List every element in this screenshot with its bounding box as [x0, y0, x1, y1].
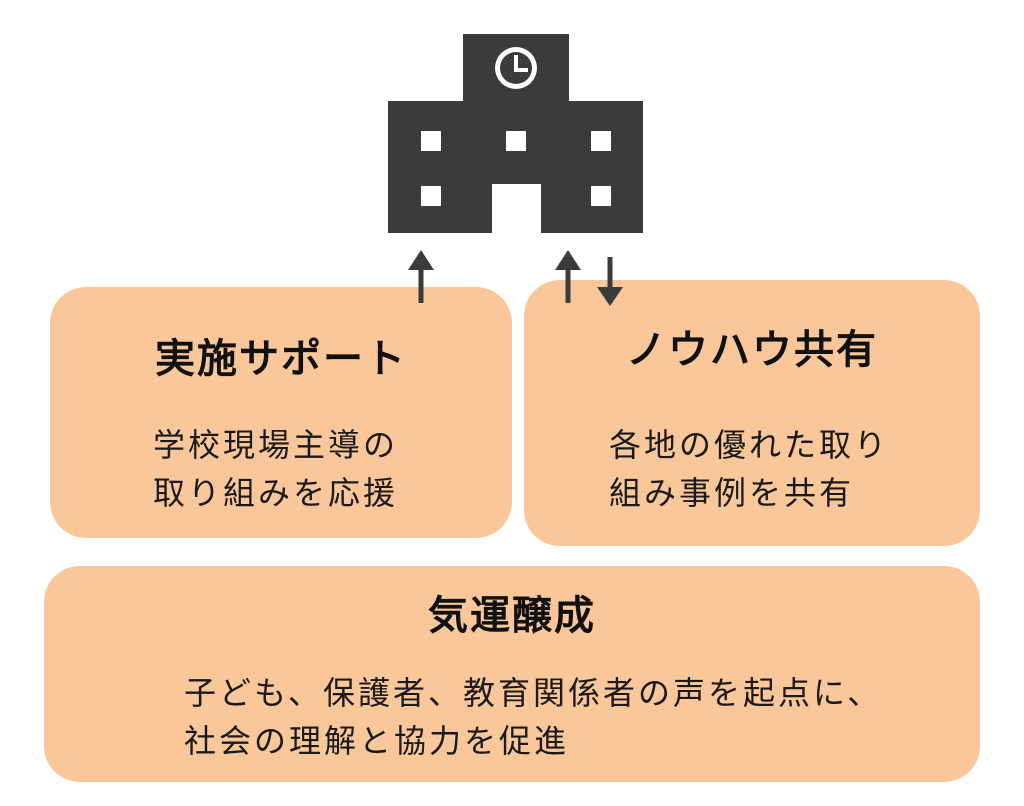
knowhow-description: 各地の優れた取り 組み事例を共有 [609, 421, 889, 517]
momentum-line-2: 社会の理解と協力を促進 [184, 722, 570, 760]
clock-icon [495, 47, 537, 89]
momentum-box: 気運醸成 子ども、保護者、教育関係者の声を起点に、 社会の理解と協力を促進 [44, 566, 980, 782]
knowhow-line-1: 各地の優れた取り [609, 426, 890, 464]
window [421, 186, 441, 206]
school-building-icon [388, 34, 643, 233]
support-title: 実施サポート [155, 336, 407, 382]
window [506, 131, 526, 151]
momentum-description: 子ども、保護者、教育関係者の声を起点に、 社会の理解と協力を促進 [184, 669, 882, 765]
momentum-title: 気運醸成 [428, 593, 596, 639]
support-description: 学校現場主導の 取り組みを応援 [153, 421, 398, 517]
window [421, 131, 441, 151]
knowhow-line-2: 組み事例を共有 [609, 474, 855, 512]
window [591, 186, 611, 206]
support-line-2: 取り組みを応援 [153, 474, 399, 512]
window [591, 131, 611, 151]
arrow-down-icon [597, 257, 623, 306]
momentum-line-1: 子ども、保護者、教育関係者の声を起点に、 [184, 674, 883, 712]
support-box: 実施サポート 学校現場主導の 取り組みを応援 [50, 287, 512, 538]
connection-arrows [408, 250, 623, 306]
knowhow-box: ノウハウ共有 各地の優れた取り 組み事例を共有 [524, 280, 980, 546]
support-line-1: 学校現場主導の [153, 426, 399, 464]
knowhow-title: ノウハウ共有 [626, 327, 878, 373]
arrow-up-icon [408, 250, 434, 303]
arrow-up-icon [555, 250, 581, 303]
